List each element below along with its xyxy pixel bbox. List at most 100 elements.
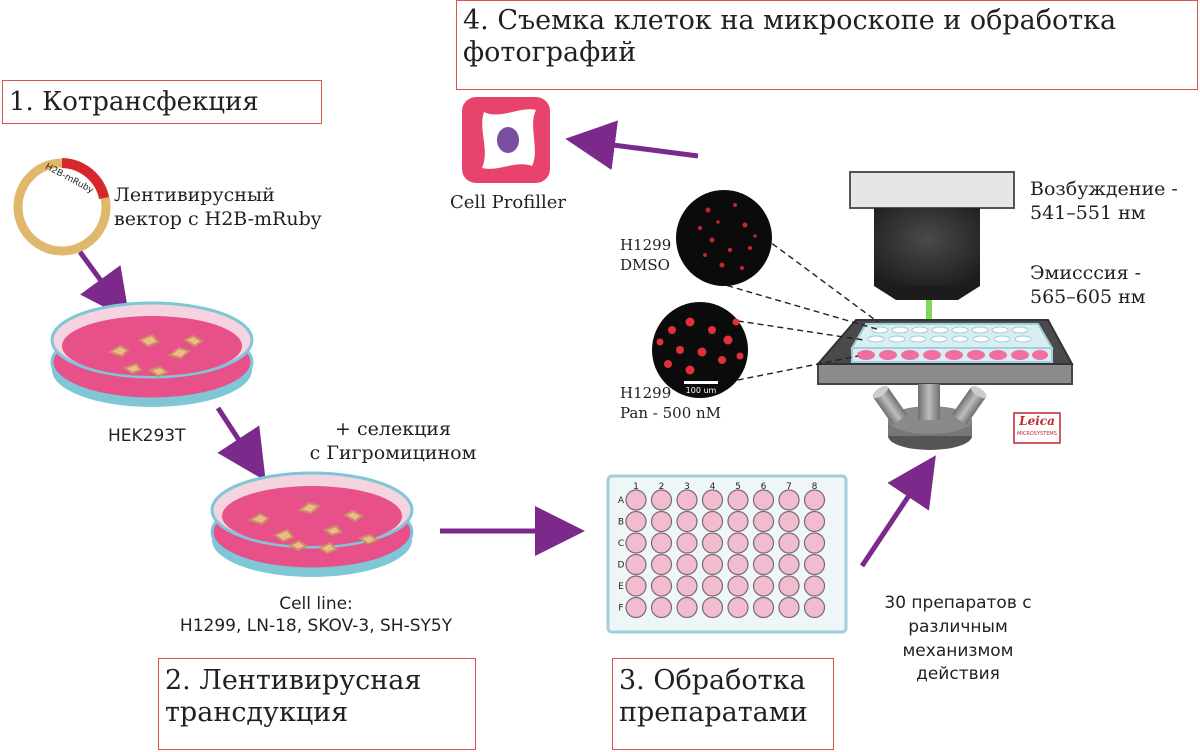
- plate-well: [676, 532, 698, 554]
- selection-note: + селекция с Гигромицином: [300, 418, 486, 466]
- plate-well: [803, 596, 826, 619]
- plate-well: [752, 596, 775, 619]
- cell-line-title: Cell line:: [279, 594, 353, 614]
- plate-well: [752, 532, 775, 554]
- plate-well: [676, 575, 698, 597]
- emission-line1: Эмисссия -: [1030, 262, 1142, 284]
- emission-line2: 565–605 нм: [1030, 285, 1146, 308]
- sample1-line2: DMSO: [620, 255, 670, 274]
- plate-well: [701, 532, 724, 554]
- plate-well: [752, 575, 775, 597]
- plate-well: [625, 532, 647, 554]
- plate-well: [778, 532, 800, 554]
- plate-well: [803, 553, 826, 576]
- plate-well: [650, 596, 673, 619]
- arrow-vector-to-dish: [77, 250, 130, 321]
- selection-line2: с Гигромицином: [309, 441, 477, 464]
- plate-well: [676, 489, 698, 511]
- microscope: [815, 171, 1074, 450]
- plate-column-label: 6: [761, 482, 767, 492]
- leica-brand: Leica: [1019, 414, 1055, 428]
- plate-well: [778, 596, 800, 619]
- plate-well: [803, 532, 826, 554]
- plate-row-label: F: [618, 604, 623, 614]
- plate-column-label: 1: [633, 482, 639, 492]
- vector-description: Лентивирусный вектор с H2B-mRuby: [114, 184, 322, 232]
- excitation-info: Возбуждение - 541–551 нм: [1030, 178, 1178, 226]
- plate-well: [625, 510, 647, 533]
- plasmid-icon: [13, 158, 111, 256]
- plate-wells: [625, 489, 826, 619]
- plate-well: [701, 596, 724, 619]
- sample2-line2: Pan - 500 nM: [620, 403, 722, 422]
- plate-column-label: 2: [659, 482, 665, 492]
- plate-well: [676, 510, 698, 533]
- plate-well: [650, 575, 673, 597]
- plate-well: [752, 510, 775, 533]
- plate-column-label: 8: [812, 482, 818, 492]
- plate-well: [650, 489, 673, 511]
- plate-column-label: 4: [710, 482, 716, 492]
- plate-well: [778, 553, 800, 576]
- step3-box: 3. Обработка препаратами: [612, 658, 834, 750]
- plate-well: [650, 553, 673, 576]
- petri-dish-hek293t: [50, 301, 254, 407]
- vector-desc-line1: Лентивирусный: [114, 184, 275, 206]
- excitation-line2: 541–551 нм: [1030, 201, 1146, 224]
- plate-well: [625, 553, 647, 576]
- step4-box: 4. Съемка клеток на микроскопе и обработ…: [456, 0, 1198, 90]
- drugs-note: 30 препаратов с различным механизмом дей…: [858, 592, 1058, 687]
- step1-title: 1. Котрансфекция: [9, 87, 259, 117]
- plate-well: [701, 489, 724, 511]
- sample2-line1: H1299: [620, 384, 672, 402]
- leica-logo: [1013, 412, 1061, 444]
- plate-row-label: D: [618, 561, 625, 571]
- arrow-plate-to-microscope: [859, 455, 936, 568]
- plate-column-label: 3: [684, 482, 690, 492]
- plate-well: [625, 489, 647, 511]
- plate-well: [676, 596, 698, 619]
- petri-dish-transduced: [210, 471, 414, 577]
- leica-brand-sub: MICROSYSTEMS: [1017, 431, 1057, 437]
- plate-well: [727, 489, 749, 511]
- plate-row-label: C: [618, 539, 624, 549]
- cell-line-list: H1299, LN-18, SKOV-3, SH-SY5Y: [179, 616, 453, 637]
- plate-well: [650, 532, 673, 554]
- plate-well: [701, 575, 724, 597]
- drugs-line4: действия: [916, 664, 1000, 685]
- selection-line1: + селекция: [335, 418, 451, 440]
- plate-row-label: B: [618, 518, 624, 528]
- drugs-line1: 30 препаратов с: [884, 593, 1032, 613]
- sample1-label: H1299 DMSO: [620, 236, 671, 275]
- step3-title-line1: 3. Обработка: [619, 665, 806, 696]
- plate-well: [778, 510, 800, 533]
- plate-row-label: E: [618, 582, 624, 592]
- hek293t-label: HEK293T: [108, 426, 186, 446]
- plate-row-labels: A B C D E F: [618, 496, 625, 614]
- emission-info: Эмисссия - 565–605 нм: [1030, 262, 1146, 310]
- plate-well: [701, 510, 724, 533]
- micrograph-pan: [652, 302, 748, 398]
- arrow-dish-to-dish: [215, 406, 266, 481]
- plate-well: [727, 553, 749, 576]
- step2-title-line2: трансдукция: [165, 697, 349, 729]
- plate-well: [625, 596, 647, 619]
- plate-row-label: A: [618, 496, 625, 506]
- plate-well: [778, 489, 800, 511]
- step4-title-line1: 4. Съемка клеток на микроскопе и обработ…: [463, 5, 1117, 36]
- cell-profiler-icon: [462, 97, 550, 183]
- drugs-line2: различным: [908, 616, 1008, 637]
- step2-box: 2. Лентивирусная трансдукция: [158, 658, 476, 750]
- arrow-microscope-to-software: [565, 120, 699, 171]
- plate-column-label: 7: [786, 482, 792, 492]
- plate-well: [676, 553, 698, 576]
- scale-bar: [684, 381, 718, 384]
- plate-well: [727, 510, 749, 533]
- plate-well: [727, 596, 749, 619]
- plate-well: [727, 575, 749, 597]
- plate-well: [803, 510, 826, 533]
